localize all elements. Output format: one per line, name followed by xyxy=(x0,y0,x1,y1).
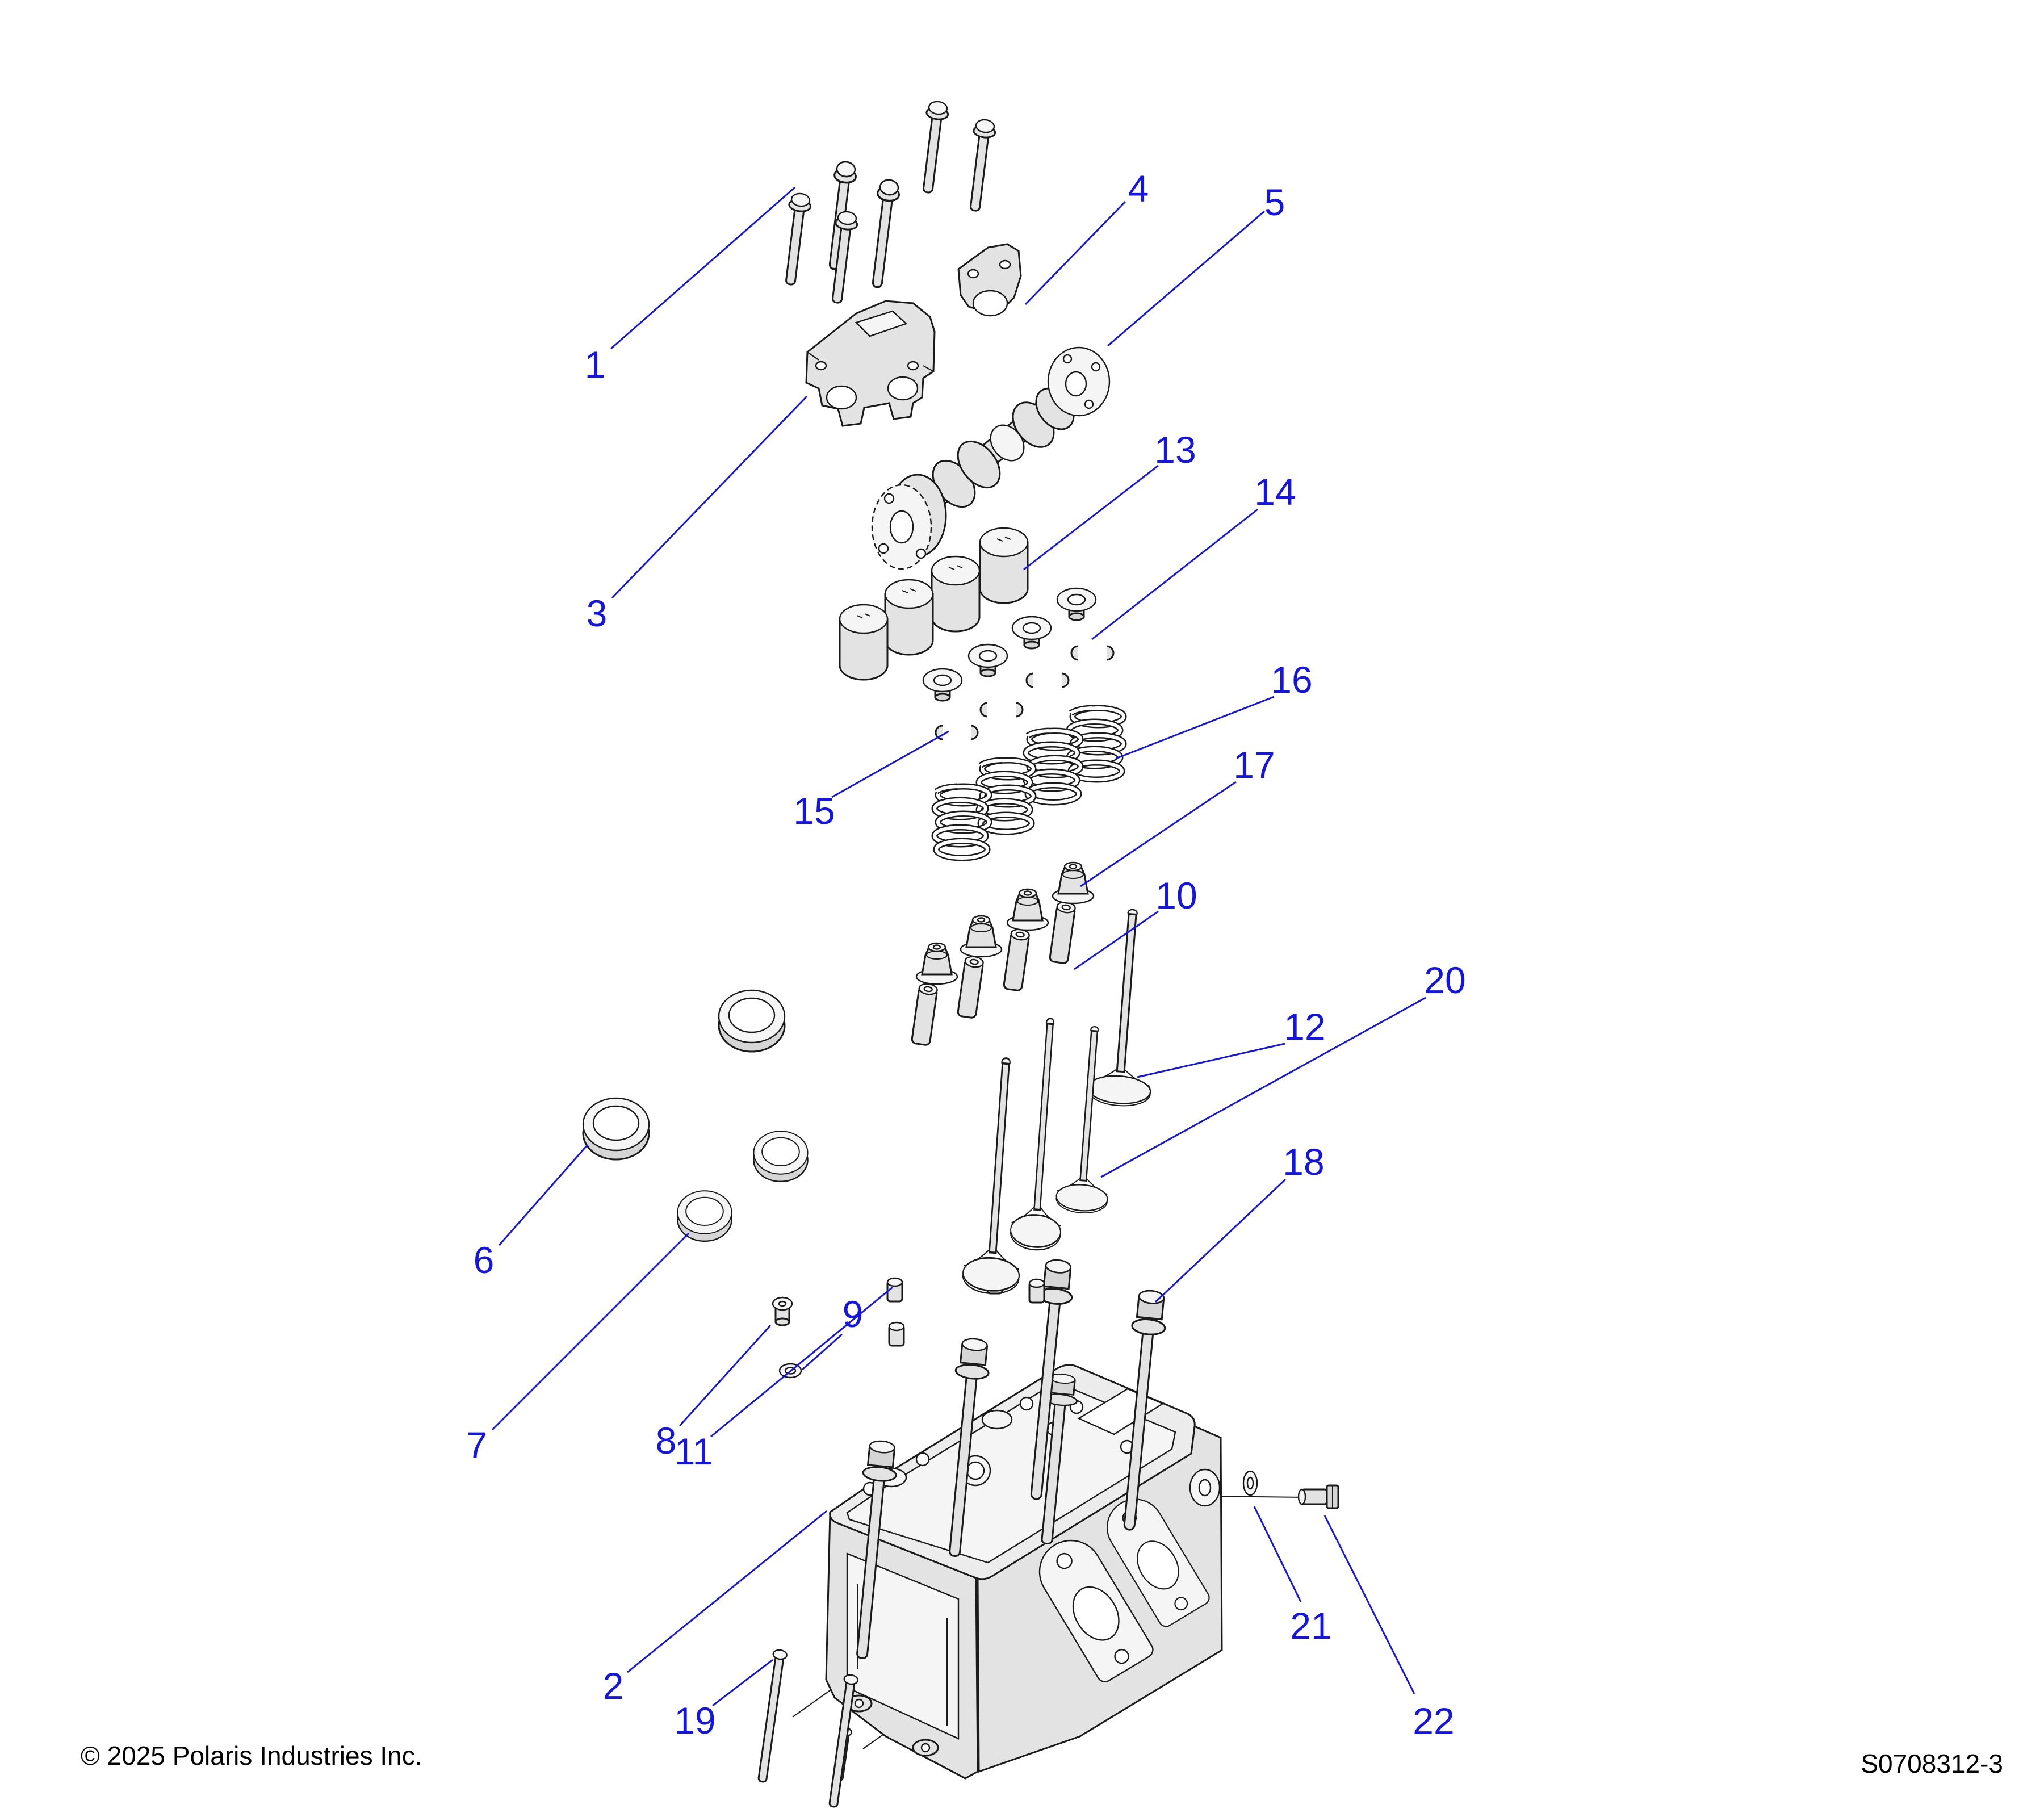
callout-label-7: 7 xyxy=(467,1424,488,1466)
callout-label-19: 19 xyxy=(674,1699,715,1741)
valve-stem-seal-1 xyxy=(1052,861,1095,905)
callout-label-3: 3 xyxy=(587,592,608,634)
callout-label-15: 15 xyxy=(793,790,835,832)
callout-label-1: 1 xyxy=(585,344,606,386)
leader-line-16 xyxy=(1115,696,1275,760)
callout-label-5: 5 xyxy=(1264,181,1285,223)
valve-guide-1 xyxy=(1048,900,1077,965)
cap-plug xyxy=(772,1296,793,1326)
drawing-code: S0708312-3 xyxy=(1861,1749,2003,1778)
leader-line-10 xyxy=(1074,910,1159,970)
oil-fitting-bolt xyxy=(1297,1484,1339,1509)
leader-line-5 xyxy=(1107,210,1265,347)
copyright-text: © 2025 Polaris Industries Inc. xyxy=(81,1741,422,1770)
leader-line-12 xyxy=(1137,1043,1285,1078)
callout-label-8: 8 xyxy=(656,1420,677,1462)
exhaust-valve-1 xyxy=(1054,1024,1121,1216)
leader-line-4 xyxy=(1024,200,1126,305)
carrier-bolt-5 xyxy=(778,191,813,287)
carrier-bolt-4 xyxy=(865,178,902,290)
intake-valve-2 xyxy=(961,1055,1036,1297)
leader-line-11 xyxy=(710,1286,893,1438)
valve-keeper-pair-2 xyxy=(1025,672,1070,688)
callout-label-18: 18 xyxy=(1283,1141,1324,1183)
leader-line-21 xyxy=(1253,1506,1302,1602)
valve-lifter-3 xyxy=(884,579,934,656)
leader-line-22 xyxy=(1323,1515,1415,1694)
callout-label-14: 14 xyxy=(1254,471,1296,513)
exhaust-valve-seat-1 xyxy=(753,1131,809,1183)
leader-line-15 xyxy=(831,730,949,798)
leader-line-6 xyxy=(498,1144,589,1246)
intake-valve-seat-1 xyxy=(718,989,786,1053)
valve-guide-4 xyxy=(910,982,939,1046)
leader-line-3 xyxy=(611,395,808,599)
intake-valve-seat-2 xyxy=(582,1097,650,1161)
crush-washer xyxy=(1242,1470,1258,1496)
callout-label-10: 10 xyxy=(1155,874,1197,916)
valve-keeper-pair-3 xyxy=(979,702,1024,718)
valve-guide-3 xyxy=(956,954,985,1019)
callout-label-4: 4 xyxy=(1128,168,1149,210)
carrier-bolt-1 xyxy=(916,99,950,195)
leader-line-17 xyxy=(1080,781,1237,887)
callout-label-17: 17 xyxy=(1233,744,1275,786)
leader-line-1 xyxy=(610,186,795,350)
exhaust-valve-2 xyxy=(1008,1015,1077,1253)
cylinder-head xyxy=(825,1364,1223,1780)
leader-line-8 xyxy=(678,1324,772,1427)
spring-retainer-4 xyxy=(922,668,963,702)
leader-line-2 xyxy=(627,1510,827,1673)
leader-line-7 xyxy=(491,1232,690,1431)
dowel-pin-4 xyxy=(1028,1278,1045,1304)
leader-line-20 xyxy=(1100,997,1426,1178)
valve-guide-2 xyxy=(1002,927,1031,992)
valve-keeper-pair-1 xyxy=(1070,645,1115,661)
dowel-pin-2 xyxy=(888,1321,905,1347)
valve-lifter-1 xyxy=(979,527,1029,604)
exhaust-valve-seat-2 xyxy=(677,1190,732,1242)
callout-label-13: 13 xyxy=(1154,429,1196,471)
camshaft-cap xyxy=(957,243,1022,317)
callout-label-2: 2 xyxy=(603,1665,624,1707)
callout-label-16: 16 xyxy=(1271,659,1312,701)
valve-stem-seal-3 xyxy=(960,915,1003,958)
callout-label-20: 20 xyxy=(1424,959,1465,1001)
callout-label-22: 22 xyxy=(1413,1700,1454,1742)
leader-line-19 xyxy=(712,1659,773,1707)
leader-line-9 xyxy=(802,1333,843,1371)
callout-label-6: 6 xyxy=(474,1239,495,1281)
spring-retainer-2 xyxy=(1011,616,1052,650)
leader-line-18 xyxy=(1154,1178,1287,1303)
valve-keeper-pair-4 xyxy=(935,725,979,740)
spring-retainer-1 xyxy=(1056,587,1097,621)
leader-line-13 xyxy=(1023,464,1159,571)
valve-lifter-2 xyxy=(931,555,981,633)
leader-line-14 xyxy=(1091,508,1258,640)
intake-valve-1 xyxy=(1086,906,1165,1109)
camshaft xyxy=(871,346,1111,570)
spring-retainer-3 xyxy=(967,643,1008,677)
callout-label-11: 11 xyxy=(675,1430,714,1472)
callout-label-21: 21 xyxy=(1290,1605,1331,1647)
camshaft-carrier xyxy=(805,300,936,427)
valve-stem-seal-2 xyxy=(1006,888,1049,931)
callout-label-12: 12 xyxy=(1284,1006,1325,1048)
carrier-bolt-2 xyxy=(963,118,998,213)
valve-stem-seal-4 xyxy=(915,942,958,985)
valve-lifter-4 xyxy=(839,604,889,681)
